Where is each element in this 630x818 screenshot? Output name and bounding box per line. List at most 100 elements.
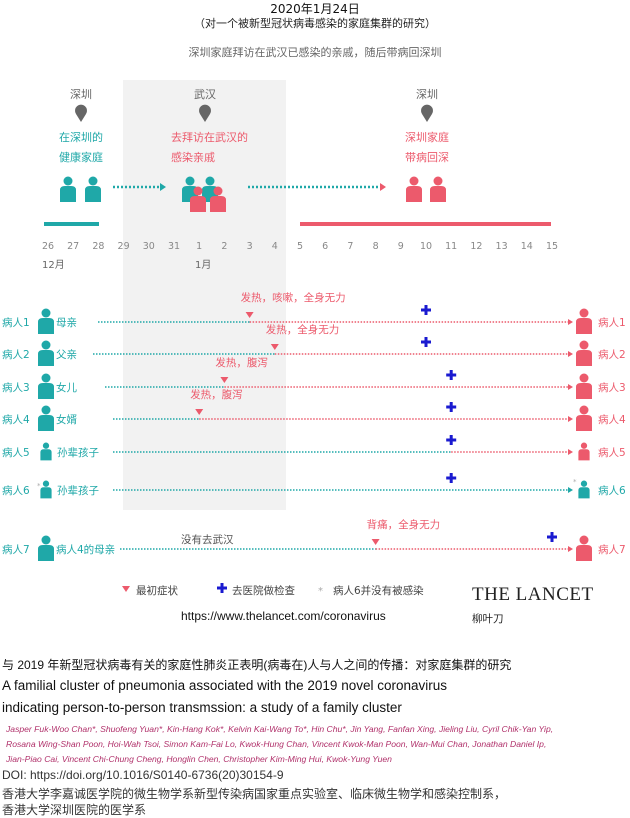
patient-label-end: 病人1: [598, 316, 626, 329]
symptom-text: 发热，咳嗽，全身无力: [241, 291, 346, 304]
month-label: 12月: [42, 259, 65, 271]
patient-icon-end: [576, 340, 592, 366]
day-tick: 28: [92, 241, 104, 252]
paper-title-cn: 与 2019 年新型冠状病毒有关的家庭性肺炎正表明(病毒在)人与人之间的传播：对…: [2, 658, 512, 672]
relative-icon: [210, 186, 226, 212]
patient-label-end: 病人5: [598, 446, 626, 459]
arrow-head-icon: [568, 384, 573, 390]
legend-hospital: 去医院做检查: [232, 584, 295, 597]
stage-label-2: 感染亲戚: [171, 150, 215, 164]
arrow-head-icon: [160, 183, 166, 191]
legend-asterisk-icon: *: [318, 586, 323, 597]
symptom-text: 发热，全身无力: [266, 323, 340, 336]
arrow-head-icon: [568, 449, 573, 455]
family-icon: [60, 176, 76, 202]
lancet-url[interactable]: https://www.thelancet.com/coronavirus: [181, 609, 386, 623]
arrow-head-icon: [568, 546, 573, 552]
stage-label-2: 健康家庭: [59, 150, 103, 164]
patient-role: 女儿: [56, 381, 77, 394]
day-tick: 11: [445, 241, 457, 252]
arrow-head-icon: [568, 319, 573, 325]
patient-icon-end: [576, 373, 592, 399]
patient-label: 病人7: [2, 543, 30, 556]
patient-icon-end: [576, 308, 592, 334]
patient-icon: [38, 308, 54, 334]
patient-role: 父亲: [56, 348, 77, 361]
day-tick: 13: [496, 241, 508, 252]
authors-line-2: Rosana Wing-Shan Poon, Hoi-Wah Tsoi, Sim…: [6, 739, 547, 749]
symptom-marker-icon: [245, 312, 254, 318]
patient-label: 病人6: [2, 484, 30, 497]
patient-role: 病人4的母亲: [56, 543, 115, 556]
location-pin-icon: [421, 104, 434, 122]
day-tick: 30: [143, 241, 155, 252]
stage-label-2: 带病回深: [405, 150, 449, 164]
page-subtitle: （对一个被新型冠状病毒感染的家庭集群的研究）: [194, 17, 436, 30]
stage-label-1: 在深圳的: [59, 130, 103, 144]
day-tick: 3: [247, 241, 253, 252]
legend-not-infected: 病人6并没有被感染: [333, 584, 424, 597]
hospital-cross-icon: [446, 370, 457, 380]
patient-label: 病人3: [2, 381, 30, 394]
patient-label-end: 病人2: [598, 348, 626, 361]
authors-line-3: Jian-Piao Cai, Vincent Chi-Chung Cheng, …: [6, 754, 392, 764]
stage-label-1: 深圳家庭: [405, 130, 449, 144]
hospital-cross-icon: [446, 473, 457, 483]
day-tick: 4: [272, 241, 278, 252]
patient-icon-end: [576, 405, 592, 431]
patient-icon: [38, 405, 54, 431]
patient-icon-end: [578, 442, 590, 461]
patient-icon-end: [578, 480, 590, 499]
day-tick: 1: [196, 241, 202, 252]
day-tick: 15: [546, 241, 558, 252]
location-pin-icon: [74, 104, 87, 122]
hospital-cross-icon: [446, 402, 457, 412]
symptom-text: 背痛，全身无力: [367, 518, 441, 531]
patient-label: 病人5: [2, 446, 30, 459]
asterisk-icon: *: [573, 478, 577, 486]
day-tick: 14: [521, 241, 533, 252]
wuhan-period-band: [123, 80, 286, 510]
page-title: 2020年1月24日: [270, 2, 360, 16]
arrow-head-icon: [568, 351, 573, 357]
hospital-cross-icon: [421, 305, 431, 315]
family-icon: [406, 176, 422, 202]
patient-icon: [38, 340, 54, 366]
patient-label: 病人2: [2, 348, 30, 361]
stage-city: 深圳: [70, 88, 92, 101]
asterisk-icon: *: [37, 482, 41, 490]
lancet-logo: THE LANCET: [472, 584, 594, 605]
hospital-cross-icon: [547, 532, 557, 542]
patient-label-end: 病人7: [598, 543, 626, 556]
day-tick: 7: [347, 241, 353, 252]
patient-role: 母亲: [56, 316, 77, 329]
symptom-marker-icon: [270, 344, 279, 350]
patient-label-end: 病人6: [598, 484, 626, 497]
patient-role: 孙辈孩子: [57, 484, 99, 497]
doi[interactable]: DOI: https://doi.org/10.1016/S0140-6736(…: [2, 768, 284, 782]
symptom-marker-icon: [195, 409, 204, 415]
affiliation-2: 香港大学深圳医院的医学系: [2, 803, 147, 817]
stage-city: 武汉: [194, 88, 216, 101]
family-icon: [430, 176, 446, 202]
legend-symptom-icon: [122, 586, 130, 592]
symptom-marker-icon: [371, 539, 380, 545]
family-icon: [85, 176, 101, 202]
lancet-cn: 柳叶刀: [472, 612, 504, 625]
patient-label-end: 病人4: [598, 413, 626, 426]
relative-icon: [190, 186, 206, 212]
day-tick: 6: [322, 241, 328, 252]
patient-icon: [38, 373, 54, 399]
patient-label-end: 病人3: [598, 381, 626, 394]
diagram-caption: 深圳家庭拜访在武汉已感染的亲戚，随后带病回深圳: [188, 46, 442, 59]
month-label: 1月: [195, 259, 211, 271]
patient-note: 没有去武汉: [181, 533, 234, 546]
hospital-cross-icon: [446, 435, 457, 445]
day-tick: 29: [118, 241, 130, 252]
symptom-marker-icon: [220, 377, 229, 383]
legend-symptom: 最初症状: [136, 584, 178, 597]
day-tick: 27: [67, 241, 79, 252]
stage-label-1: 去拜访在武汉的: [171, 130, 248, 144]
patient-icon: [40, 442, 52, 461]
